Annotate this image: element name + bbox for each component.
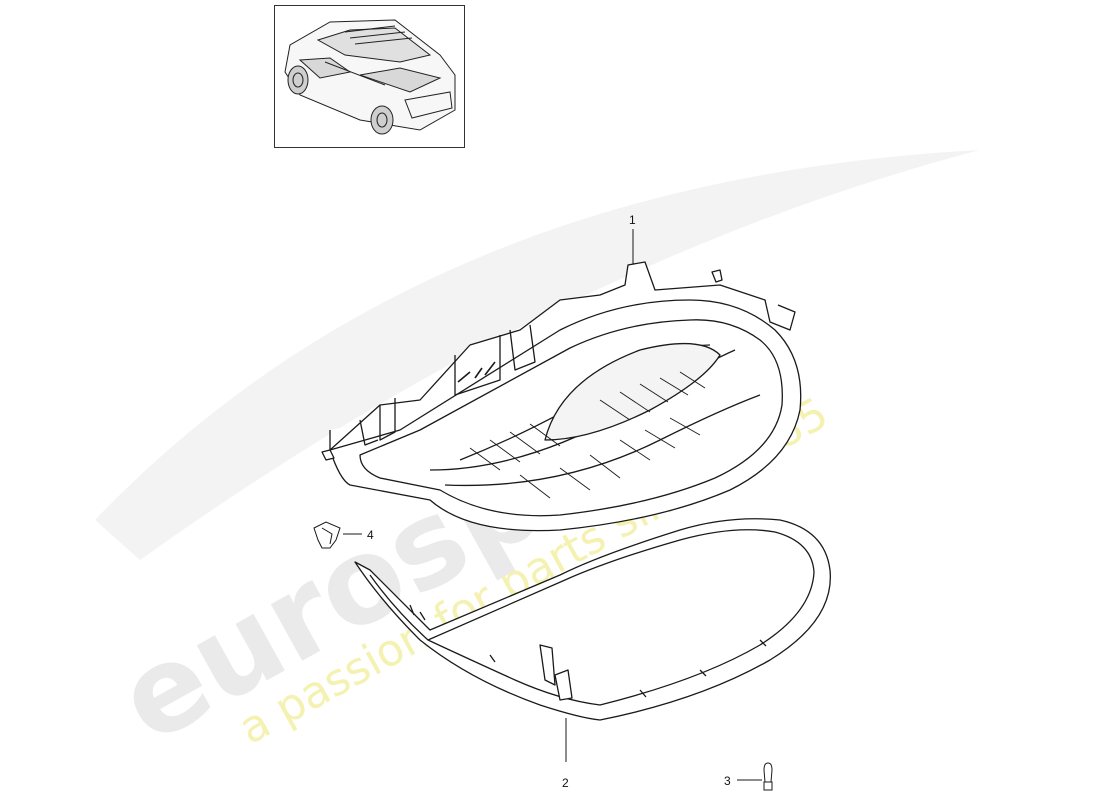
callout-2[interactable]: 2 [562, 776, 569, 790]
clip-icon [313, 521, 341, 549]
leader-lines [343, 229, 762, 781]
watermark-swoosh [95, 150, 980, 560]
tail-light-unit [321, 261, 802, 532]
callout-3[interactable]: 3 [724, 774, 731, 788]
callout-1[interactable]: 1 [629, 213, 636, 227]
car-icon [284, 19, 456, 135]
bulb-icon [763, 762, 773, 791]
vehicle-thumbnail [274, 5, 465, 148]
callout-4[interactable]: 4 [367, 528, 374, 542]
seal-gasket-frame [354, 518, 831, 721]
